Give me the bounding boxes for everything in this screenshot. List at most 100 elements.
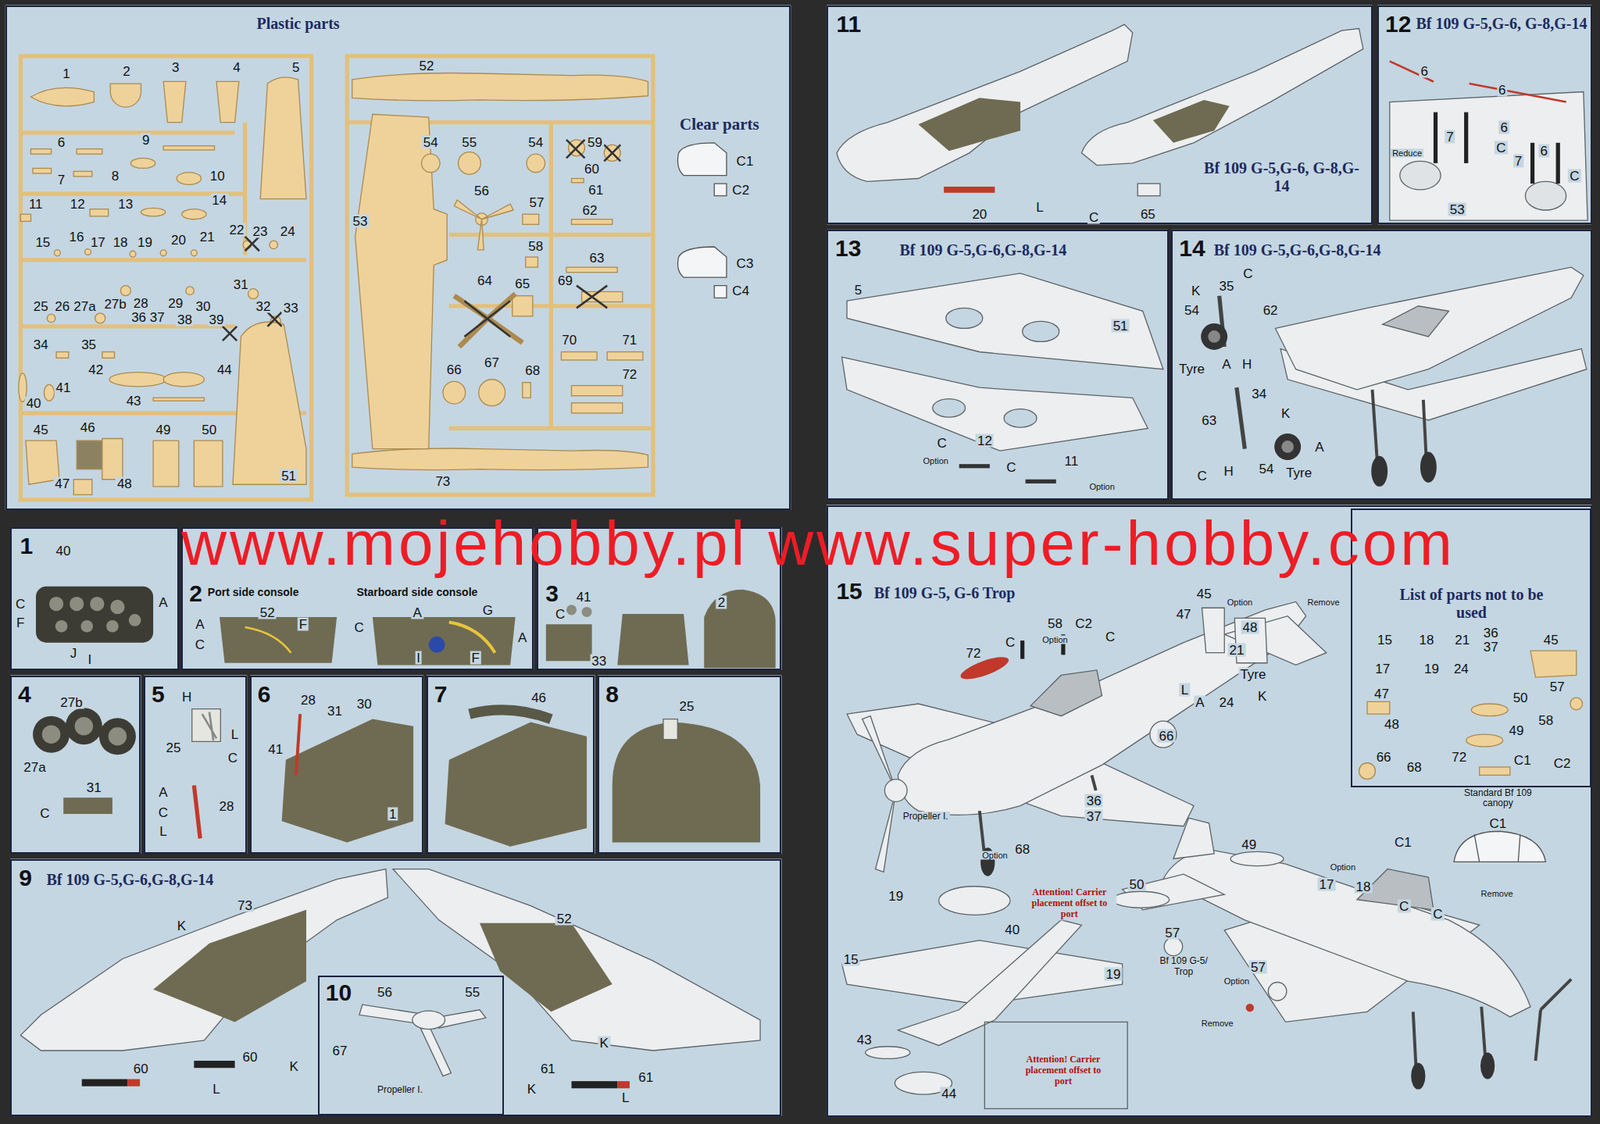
- part-number: 39: [207, 312, 225, 326]
- part-number: 53: [1448, 202, 1467, 216]
- step-number: 3: [545, 580, 559, 608]
- console-caption: Port side console: [207, 585, 300, 599]
- part-number: 51: [279, 468, 298, 483]
- part-number: C: [1195, 468, 1208, 483]
- part-number: 1: [60, 67, 72, 81]
- part-number: 2: [716, 595, 727, 609]
- part-number: C1: [1512, 753, 1533, 768]
- part-number: 21: [1453, 632, 1472, 647]
- part-number: C: [38, 806, 51, 820]
- part-number: 71: [620, 332, 639, 347]
- part-number: C: [193, 638, 207, 652]
- part-number: C2: [1073, 617, 1094, 631]
- part-number: 59: [585, 135, 604, 149]
- part-number: 43: [855, 1032, 874, 1047]
- part-number: L: [157, 825, 168, 839]
- step-title: Bf 109 G-5,G-6, G-8,G-14: [1197, 159, 1367, 196]
- part-number: 2: [121, 64, 132, 79]
- part-number: 57: [1163, 925, 1182, 940]
- part-number: K: [1279, 406, 1292, 420]
- part-number: 4: [231, 60, 242, 75]
- part-number: 18: [1354, 880, 1373, 894]
- part-number: L: [1179, 682, 1190, 697]
- part-number: 19: [886, 889, 905, 903]
- part-number: 20: [970, 207, 989, 222]
- assembly-step-panel: 11 Bf 109 G-5,G-6, G-8,G-14: [826, 5, 1373, 225]
- part-number: 11: [1063, 454, 1081, 468]
- part-number: 48: [1241, 621, 1260, 635]
- part-number: C: [1241, 267, 1254, 281]
- part-number: 61: [539, 1061, 558, 1075]
- part-number: 33: [589, 654, 608, 668]
- part-number: 7: [1513, 154, 1524, 168]
- attention-note: Attention! Carrier placement offset to p…: [1015, 1055, 1111, 1088]
- part-number: C: [1567, 168, 1581, 183]
- part-number: A: [157, 785, 169, 799]
- part-number: 50: [1511, 691, 1530, 705]
- part-number: 24: [1217, 695, 1236, 709]
- option-note: Option: [980, 850, 1009, 860]
- part-number: K: [1189, 284, 1202, 298]
- part-number: 15: [33, 235, 52, 249]
- option-note: Option: [1087, 482, 1116, 492]
- part-number: 27a: [21, 760, 47, 775]
- part-number: 47: [53, 477, 72, 491]
- part-number: 57: [1249, 960, 1268, 975]
- step-number: 11: [835, 10, 861, 39]
- assembly-step-panel: 6: [250, 675, 424, 855]
- option-note: Reduce: [1390, 148, 1424, 158]
- part-number: 22: [228, 222, 247, 236]
- part-number: C: [14, 597, 27, 611]
- assembly-step-panel: 109Bf 109 G-5,G-6,G-8,G-14: [10, 859, 782, 1117]
- part-number: F: [14, 615, 26, 629]
- part-number: H: [1221, 464, 1235, 479]
- step-number: 1: [19, 532, 33, 561]
- part-number: 45: [1542, 632, 1561, 647]
- option-note: Remove: [1200, 1019, 1236, 1029]
- part-number: K: [287, 1059, 300, 1073]
- part-number: 61: [636, 1071, 655, 1085]
- part-number: 31: [85, 781, 104, 795]
- part-number: 53: [351, 214, 370, 229]
- part-number: 27b: [58, 695, 84, 709]
- console-caption: Starboard side console: [357, 585, 479, 599]
- part-number: Tyre: [1238, 667, 1268, 682]
- part-number: C: [226, 751, 240, 765]
- part-number: 41: [54, 381, 73, 395]
- assembly-step-panel: 13Bf 109 G-5,G-6,G-8,G-14: [826, 229, 1169, 500]
- option-note: Remove: [1306, 597, 1342, 607]
- part-number: 48: [1382, 717, 1401, 732]
- part-number: 19: [1422, 661, 1441, 675]
- part-number: 6: [1419, 64, 1430, 79]
- part-number: C3: [735, 256, 756, 270]
- part-number: 70: [560, 332, 579, 347]
- part-number: C: [935, 435, 948, 450]
- part-number: 44: [215, 362, 234, 376]
- part-number: 12: [975, 434, 994, 448]
- part-number: H: [1240, 357, 1254, 372]
- part-number: L: [229, 728, 240, 742]
- assembly-step-panel: 14Bf 109 G-5,G-6,G-8,G-14: [1171, 229, 1592, 500]
- part-number: A: [1220, 357, 1233, 372]
- part-number: 18: [111, 235, 130, 249]
- part-number: 37: [1085, 809, 1104, 823]
- part-number: 54: [1182, 303, 1201, 318]
- step-number: 14: [1178, 235, 1205, 263]
- part-number: 40: [25, 396, 43, 410]
- part-number: C1: [735, 154, 756, 168]
- part-number: A: [1313, 440, 1325, 454]
- part-number: 46: [78, 421, 97, 435]
- part-number: 68: [523, 364, 542, 378]
- part-number: 10: [208, 168, 227, 183]
- part-number: 60: [241, 1050, 260, 1065]
- part-number: L: [210, 1082, 222, 1096]
- part-number: A: [1193, 695, 1206, 709]
- part-number: 52: [555, 911, 574, 925]
- part-number: C2: [730, 182, 751, 197]
- step-number: 15: [835, 578, 862, 606]
- part-number: 24: [278, 225, 297, 239]
- part-number: 17: [89, 235, 108, 249]
- part-number: 8: [110, 168, 121, 183]
- part-number: 19: [1104, 967, 1123, 982]
- part-number: 27a: [71, 299, 97, 313]
